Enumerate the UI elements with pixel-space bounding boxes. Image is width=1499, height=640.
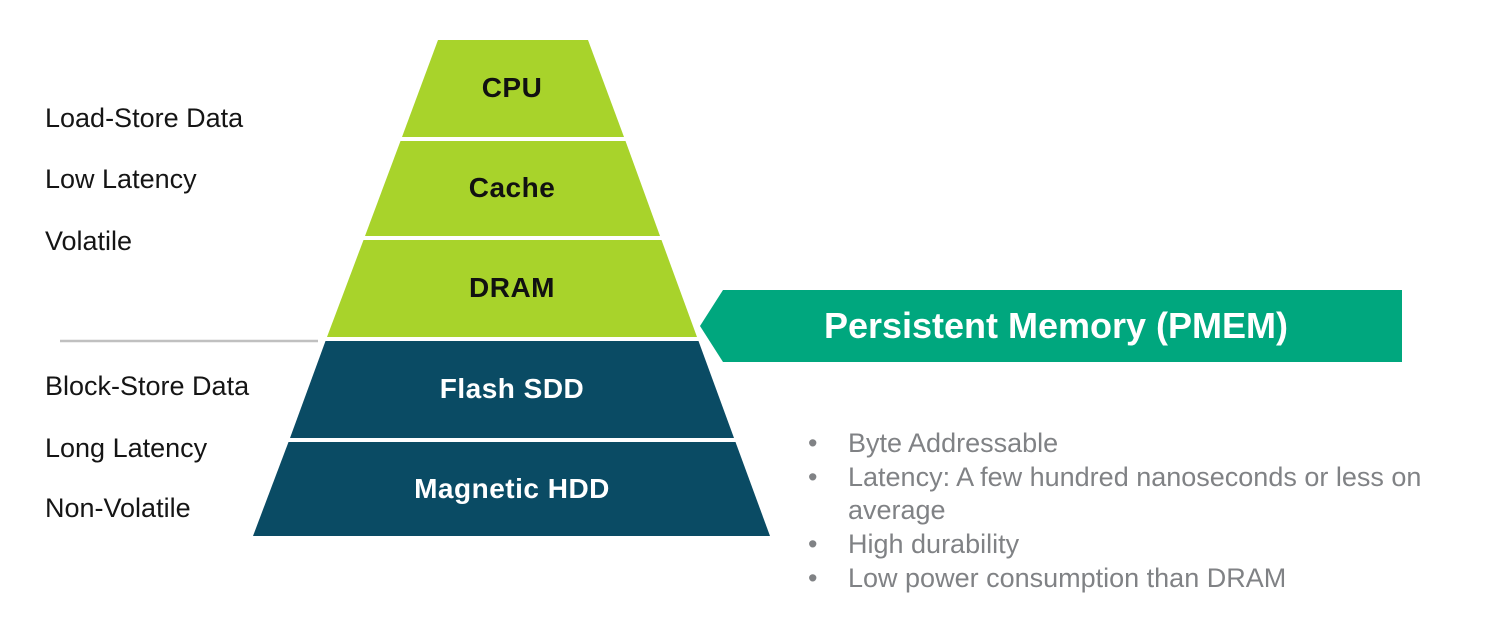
level-label-cpu: CPU — [481, 72, 543, 103]
pyramid-level-cpu-shape — [402, 40, 624, 137]
pyramid-level-cache-shape — [365, 141, 660, 236]
level-label-magnetic-hdd: Magnetic HDD — [414, 473, 610, 504]
annotation-low-latency: Low Latency — [45, 164, 197, 194]
pyramid-level-hdd-shape — [253, 442, 770, 536]
level-label-dram: DRAM — [469, 272, 555, 303]
pmem-bullet-list: Byte Addressable Latency: A few hundred … — [800, 427, 1460, 596]
bullet-low-power: Low power consumption than DRAM — [800, 562, 1460, 595]
annotation-load-store-data: Load-Store Data — [45, 103, 244, 133]
annotation-block-store-data: Block-Store Data — [45, 371, 250, 401]
pmem-banner-title: Persistent Memory (PMEM) — [823, 305, 1289, 346]
level-label-cache: Cache — [468, 172, 556, 203]
bullet-byte-addressable: Byte Addressable — [800, 427, 1460, 460]
level-label-flash-sdd: Flash SDD — [439, 373, 585, 404]
bullet-high-durability: High durability — [800, 528, 1460, 561]
annotation-long-latency: Long Latency — [45, 433, 208, 463]
pmem-banner-arrow — [700, 290, 1402, 362]
annotation-non-volatile: Non-Volatile — [45, 493, 191, 523]
pyramid-level-flash-shape — [290, 341, 734, 438]
bullet-latency: Latency: A few hundred nanoseconds or le… — [800, 461, 1460, 527]
annotation-volatile: Volatile — [45, 226, 133, 256]
pyramid-level-dram-shape — [327, 240, 697, 337]
